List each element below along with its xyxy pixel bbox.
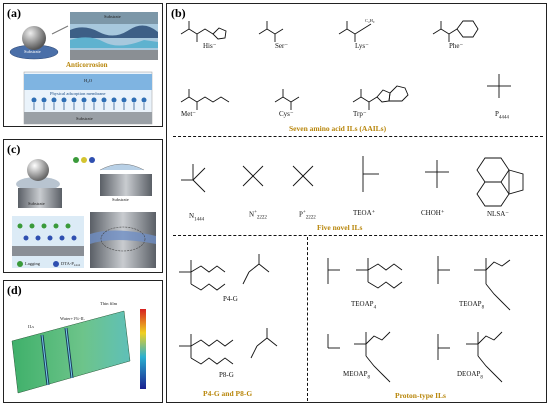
label-lys-c4h9: C₄H₉ (365, 18, 375, 23)
section-pg: P4-G and P8-G (203, 389, 253, 398)
panel-c-substrate-left: Substrate (28, 201, 45, 206)
teoap4-sub: 4 (373, 305, 377, 311)
panel-a-top-substrate: Substrate (104, 14, 121, 19)
label-p4g: P4-G (223, 295, 238, 303)
panel-d-ils: ILs (28, 324, 34, 329)
n2222-sub: 2222 (256, 215, 267, 221)
label-phe: Phe⁻ (449, 42, 464, 50)
label-lys: Lys⁻ (355, 42, 369, 50)
label-meoap8: MEOAP8 (343, 370, 370, 380)
panel-a-left-substrate: Substrate (24, 49, 41, 54)
divider-2 (173, 235, 543, 236)
panel-a-anticorrosion: Anticorrosion (66, 61, 108, 69)
proton-structures (327, 256, 511, 383)
label-teoap4: TEOAP4 (351, 300, 376, 310)
label-p4444: P4444 (495, 110, 509, 120)
n2222-text: N (249, 210, 255, 219)
novel-structures (181, 156, 524, 207)
meoap8-sub: 8 (367, 375, 371, 381)
p2222-sup: + (302, 210, 306, 215)
n1444-text: N (189, 212, 195, 220)
label-n2222: N+2222 (249, 210, 267, 221)
teoap4-text: TEOAP (351, 300, 374, 308)
pg-structures (179, 254, 278, 365)
n1444-sub: 1444 (194, 217, 205, 223)
panel-b: (b) His⁻ Ser⁻ Lys⁻ Phe⁻ Met⁻ Cys⁻ Trp⁻ P… (166, 3, 547, 403)
n2222-sup: + (254, 210, 257, 215)
panel-c: (c) Substrate Substrate Lagging DTA-P₄₄₄… (3, 139, 163, 273)
label-teoap8: TEOAP8 (459, 300, 484, 310)
p4444-text: P (495, 110, 499, 118)
panel-c-substrate-right: Substrate (112, 197, 129, 202)
divider-1 (173, 136, 543, 137)
panel-a-physical: Physical adsorption membrane (50, 91, 106, 96)
panel-a: (a) Substrate Substr (3, 3, 163, 127)
panel-a-bottom-substrate: Substrate (76, 116, 93, 121)
section-aails: Seven amino acid ILs (AAILs) (289, 124, 387, 133)
label-teoa: TEOA⁺ (353, 209, 376, 217)
teoap8-sub: 8 (481, 305, 485, 311)
divider-3 (307, 237, 308, 401)
panel-c-illustration (12, 157, 156, 268)
label-p8g: P8-G (219, 371, 234, 379)
p2222-sub: 2222 (305, 215, 316, 221)
panel-c-legend-lagging: Lagging (25, 261, 40, 266)
panel-a-h2o: H₂O (84, 78, 93, 83)
teoap8-text: TEOAP (459, 300, 482, 308)
label-trp: Trp⁻ (353, 110, 367, 118)
panel-d-illustration (11, 309, 146, 394)
label-ser: Ser⁻ (275, 42, 289, 50)
deoap8-text: DEOAP (457, 370, 481, 378)
meoap8-text: MEOAP (343, 370, 368, 378)
panel-d: (d) Water+1%-IL Thin film ILs (3, 280, 163, 403)
label-nlsa: NLSA⁻ (487, 210, 509, 218)
label-his: His⁻ (203, 42, 217, 50)
p2222-text: P (299, 210, 303, 219)
panel-b-label: (b) (171, 6, 186, 20)
section-proton: Proton-type ILs (395, 391, 446, 400)
panel-a-label: (a) (7, 6, 21, 20)
deoap8-sub: 8 (480, 375, 483, 381)
label-n1444: N1444 (189, 212, 204, 222)
panel-a-illustration (9, 12, 158, 125)
panel-d-label: (d) (7, 283, 22, 297)
panel-d-thin-film: Thin film (100, 301, 118, 306)
aail-structures (180, 20, 511, 110)
label-p2222: P+2222 (299, 210, 316, 221)
label-cys: Cys⁻ (279, 110, 294, 118)
panel-d-water-label: Water+1%-IL (60, 316, 85, 321)
panel-c-legend-dta: DTA-P₄₄₄₄ (61, 261, 81, 266)
section-novel: Five novel ILs (317, 223, 363, 232)
label-choh: CHOH⁺ (421, 209, 445, 217)
p4444-sub: 4444 (498, 115, 509, 121)
label-deoap8: DEOAP8 (457, 370, 483, 380)
label-met: Met⁻ (181, 110, 196, 118)
panel-c-label: (c) (7, 142, 21, 156)
